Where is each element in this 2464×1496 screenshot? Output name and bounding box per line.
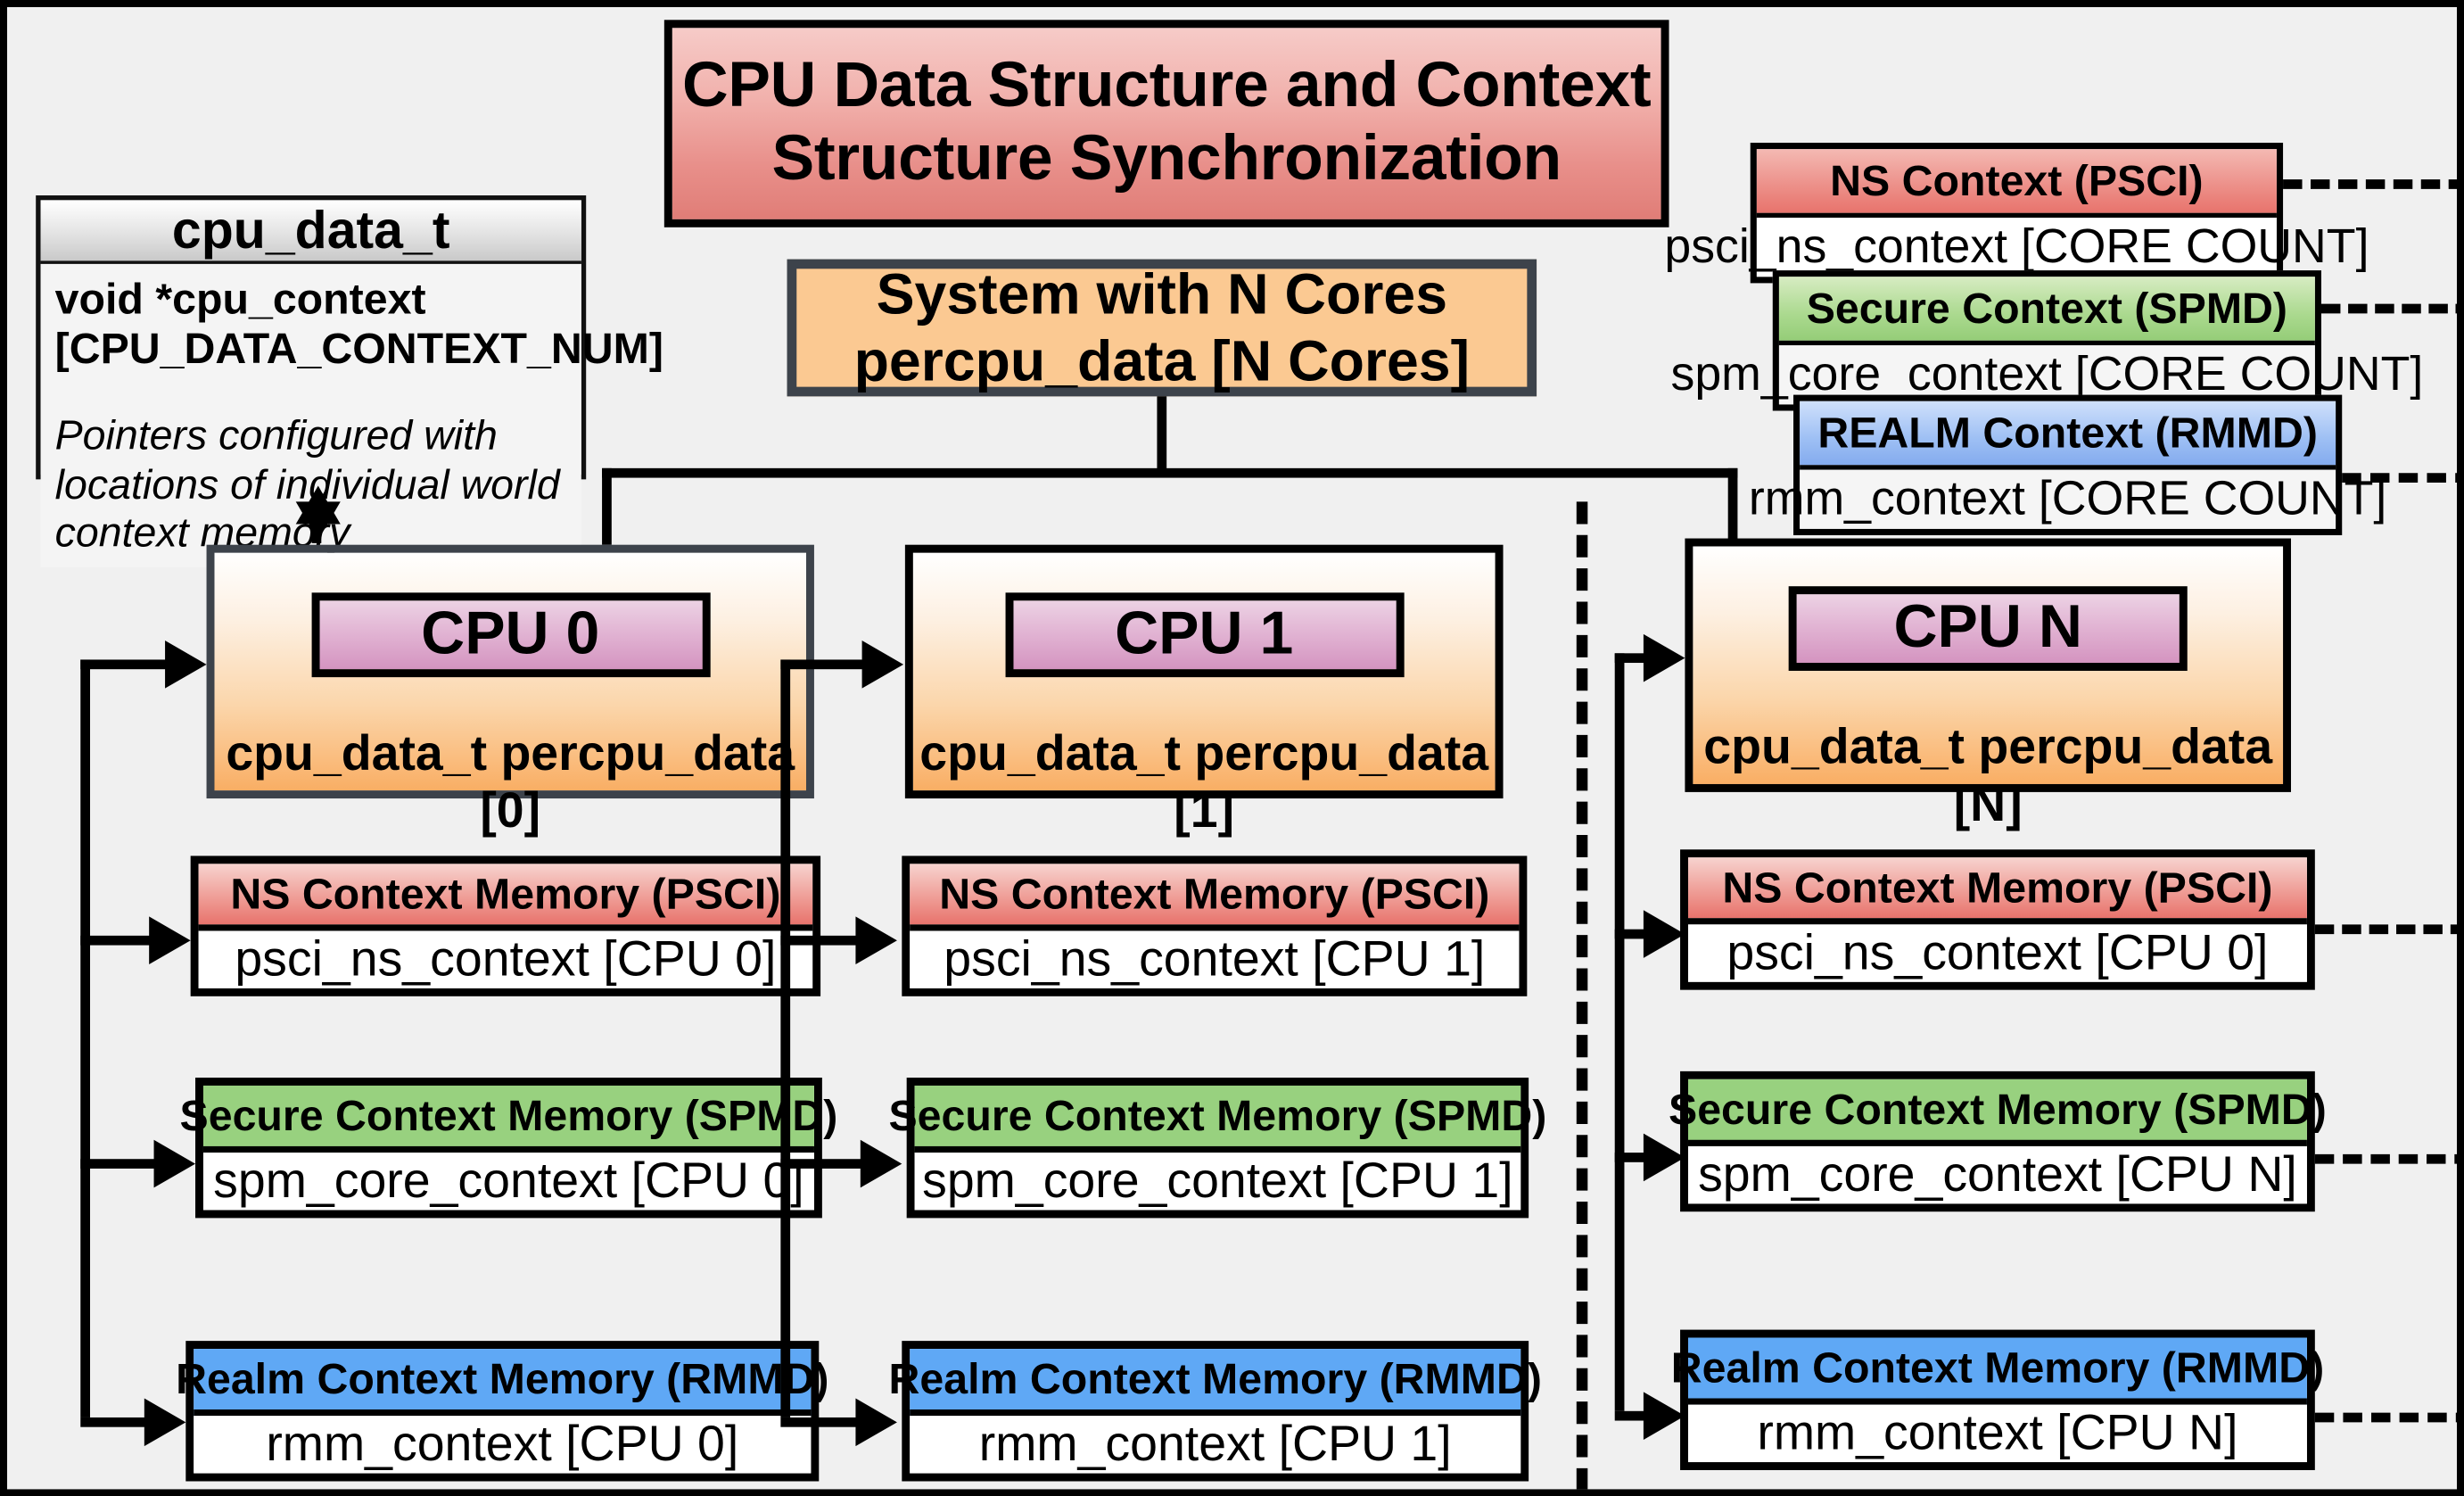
system-box-text: System with N Cores percpu_data [N Cores… bbox=[854, 260, 1470, 396]
system-trunk bbox=[1157, 396, 1167, 476]
bus-0-arrow-realm bbox=[144, 1398, 186, 1447]
bus-n-arrow-ns bbox=[1643, 910, 1685, 958]
ctx-secure-1-body: spm_core_context [CPU 1] bbox=[914, 1153, 1521, 1211]
legend-secure-context: Secure Context (SPMD) spm_core_context [… bbox=[1671, 270, 2423, 411]
legend-realm-context: REALM Context (RMMD) rmm_context [CORE C… bbox=[1749, 394, 2386, 535]
cpu-caption-0: cpu_data_t percpu_data [0] bbox=[226, 724, 795, 839]
bus-1-branch-realm bbox=[780, 1417, 864, 1427]
column-separator bbox=[1576, 501, 1588, 1490]
ctx-realm-0-body: rmm_context [CPU 0] bbox=[194, 1416, 812, 1474]
cpu-box-0: CPU 0 cpu_data_t percpu_data [0] bbox=[206, 544, 814, 839]
ctx-realm-1: Realm Context Memory (RMMD) rmm_context … bbox=[889, 1341, 1542, 1482]
bus-0-arrow-cpu bbox=[165, 640, 207, 689]
link-secure-bottom bbox=[2314, 1153, 2457, 1164]
bus-1-arrow-realm bbox=[855, 1398, 897, 1447]
bus-n bbox=[1614, 653, 1625, 1411]
bus-1 bbox=[780, 659, 791, 1417]
ctx-ns-1-header: NS Context Memory (PSCI) bbox=[910, 864, 1520, 931]
legend-secure-body: spm_core_context [CORE COUNT] bbox=[1671, 345, 2423, 405]
bus-n-arrow-cpu bbox=[1643, 633, 1685, 682]
bus-1-arrow-cpu bbox=[861, 640, 904, 689]
ctx-ns-1-body: psci_ns_context [CPU 1] bbox=[910, 930, 1520, 988]
struct-field-line-2: [CPU_DATA_CONTEXT_NUM] bbox=[54, 323, 663, 372]
ctx-secure-0: Secure Context Memory (SPMD) spm_core_co… bbox=[180, 1078, 837, 1219]
ctx-realm-n: Realm Context Memory (RMMD) rmm_context … bbox=[1671, 1329, 2324, 1470]
bus-0-arrow-ns bbox=[149, 916, 191, 965]
cpu-chip-1: CPU 1 bbox=[1004, 592, 1404, 678]
system-branch-left bbox=[602, 467, 612, 545]
legend-secure-header: Secure Context (SPMD) bbox=[1778, 277, 2315, 346]
ctx-realm-1-header: Realm Context Memory (RMMD) bbox=[889, 1349, 1542, 1417]
struct-link-arrow-down bbox=[295, 501, 341, 541]
diagram-stage: CPU Data Structure and Context Structure… bbox=[7, 7, 2457, 1490]
bus-0-branch-secure bbox=[80, 1159, 162, 1169]
bus-0 bbox=[80, 659, 90, 1417]
bus-n-branch-ns bbox=[1614, 929, 1653, 939]
bus-0-branch-realm bbox=[80, 1417, 152, 1427]
ctx-ns-n: NS Context Memory (PSCI) psci_ns_context… bbox=[1680, 849, 2315, 990]
system-bus bbox=[602, 467, 1738, 478]
bus-0-branch-cpu bbox=[80, 659, 173, 670]
link-realm-top bbox=[2342, 473, 2457, 483]
legend-realm-header: REALM Context (RMMD) bbox=[1800, 401, 2336, 470]
link-realm-bottom bbox=[2314, 1412, 2457, 1423]
system-box: System with N Cores percpu_data [N Cores… bbox=[787, 259, 1537, 397]
cpu-data-t-struct: cpu_data_t void *cpu_context [CPU_DATA_C… bbox=[36, 195, 663, 567]
struct-field-line-1: void *cpu_context bbox=[54, 275, 426, 324]
bus-1-arrow-ns bbox=[855, 916, 897, 965]
legend-ns-context: NS Context (PSCI) psci_ns_context [CORE … bbox=[1664, 143, 2369, 284]
ctx-secure-n-body: spm_core_context [CPU N] bbox=[1687, 1145, 2307, 1204]
cpu-chip-0: CPU 0 bbox=[310, 592, 710, 678]
ctx-ns-0: NS Context Memory (PSCI) psci_ns_context… bbox=[190, 855, 821, 996]
bus-0-arrow-secure bbox=[153, 1139, 196, 1188]
legend-ns-header: NS Context (PSCI) bbox=[1756, 149, 2277, 219]
ctx-secure-n-header: Secure Context Memory (SPMD) bbox=[1669, 1079, 2327, 1146]
ctx-ns-0-body: psci_ns_context [CPU 0] bbox=[198, 930, 813, 988]
link-secure-top bbox=[2320, 303, 2457, 314]
ctx-realm-0: Realm Context Memory (RMMD) rmm_context … bbox=[176, 1341, 829, 1482]
bus-n-branch-cpu bbox=[1614, 653, 1653, 664]
ctx-realm-n-body: rmm_context [CPU N] bbox=[1687, 1404, 2307, 1463]
cpu-caption-1: cpu_data_t percpu_data [1] bbox=[919, 724, 1489, 839]
bus-n-arrow-realm bbox=[1643, 1392, 1685, 1440]
system-line-2: percpu_data [N Cores] bbox=[853, 327, 1471, 393]
bus-1-branch-secure bbox=[780, 1159, 869, 1169]
legend-ns-body: psci_ns_context [CORE COUNT] bbox=[1664, 218, 2369, 277]
ctx-ns-0-header: NS Context Memory (PSCI) bbox=[198, 864, 813, 931]
ctx-secure-1: Secure Context Memory (SPMD) spm_core_co… bbox=[888, 1078, 1546, 1219]
ctx-realm-n-header: Realm Context Memory (RMMD) bbox=[1671, 1337, 2324, 1405]
ctx-secure-0-body: spm_core_context [CPU 0] bbox=[202, 1153, 814, 1211]
ctx-ns-1: NS Context Memory (PSCI) psci_ns_context… bbox=[902, 855, 1528, 996]
legend-realm-body: rmm_context [CORE COUNT] bbox=[1749, 469, 2386, 529]
system-line-1: System with N Cores bbox=[876, 260, 1448, 326]
cpu-box-1: CPU 1 cpu_data_t percpu_data [1] bbox=[904, 544, 1504, 839]
ctx-realm-0-header: Realm Context Memory (RMMD) bbox=[176, 1349, 829, 1417]
link-ns-bottom bbox=[2314, 924, 2457, 935]
ctx-secure-n: Secure Context Memory (SPMD) spm_core_co… bbox=[1669, 1070, 2327, 1212]
cpu-caption-n: cpu_data_t percpu_data [N] bbox=[1703, 718, 2273, 832]
bus-n-arrow-secure bbox=[1643, 1133, 1685, 1182]
cpu-chip-n: CPU N bbox=[1788, 586, 2188, 671]
bus-1-branch-cpu bbox=[780, 659, 870, 670]
ctx-ns-n-header: NS Context Memory (PSCI) bbox=[1687, 857, 2307, 925]
cpu-box-n: CPU N cpu_data_t percpu_data [N] bbox=[1685, 538, 2292, 832]
link-ns-top bbox=[2283, 179, 2457, 189]
ctx-realm-1-body: rmm_context [CPU 1] bbox=[910, 1416, 1521, 1474]
ctx-ns-n-body: psci_ns_context [CPU 0] bbox=[1687, 924, 2307, 982]
bus-0-branch-ns bbox=[80, 935, 158, 946]
ctx-secure-1-header: Secure Context Memory (SPMD) bbox=[888, 1085, 1546, 1153]
bus-1-branch-ns bbox=[780, 935, 864, 946]
cpu-data-t-struct-title: cpu_data_t bbox=[40, 200, 581, 264]
ctx-secure-0-header: Secure Context Memory (SPMD) bbox=[180, 1085, 837, 1153]
system-branch-right bbox=[1727, 467, 1738, 545]
diagram-title: CPU Data Structure and Context Structure… bbox=[663, 20, 1669, 227]
bus-n-branch-realm bbox=[1614, 1410, 1653, 1421]
bus-1-arrow-secure bbox=[860, 1139, 902, 1188]
bus-n-branch-secure bbox=[1614, 1153, 1653, 1162]
